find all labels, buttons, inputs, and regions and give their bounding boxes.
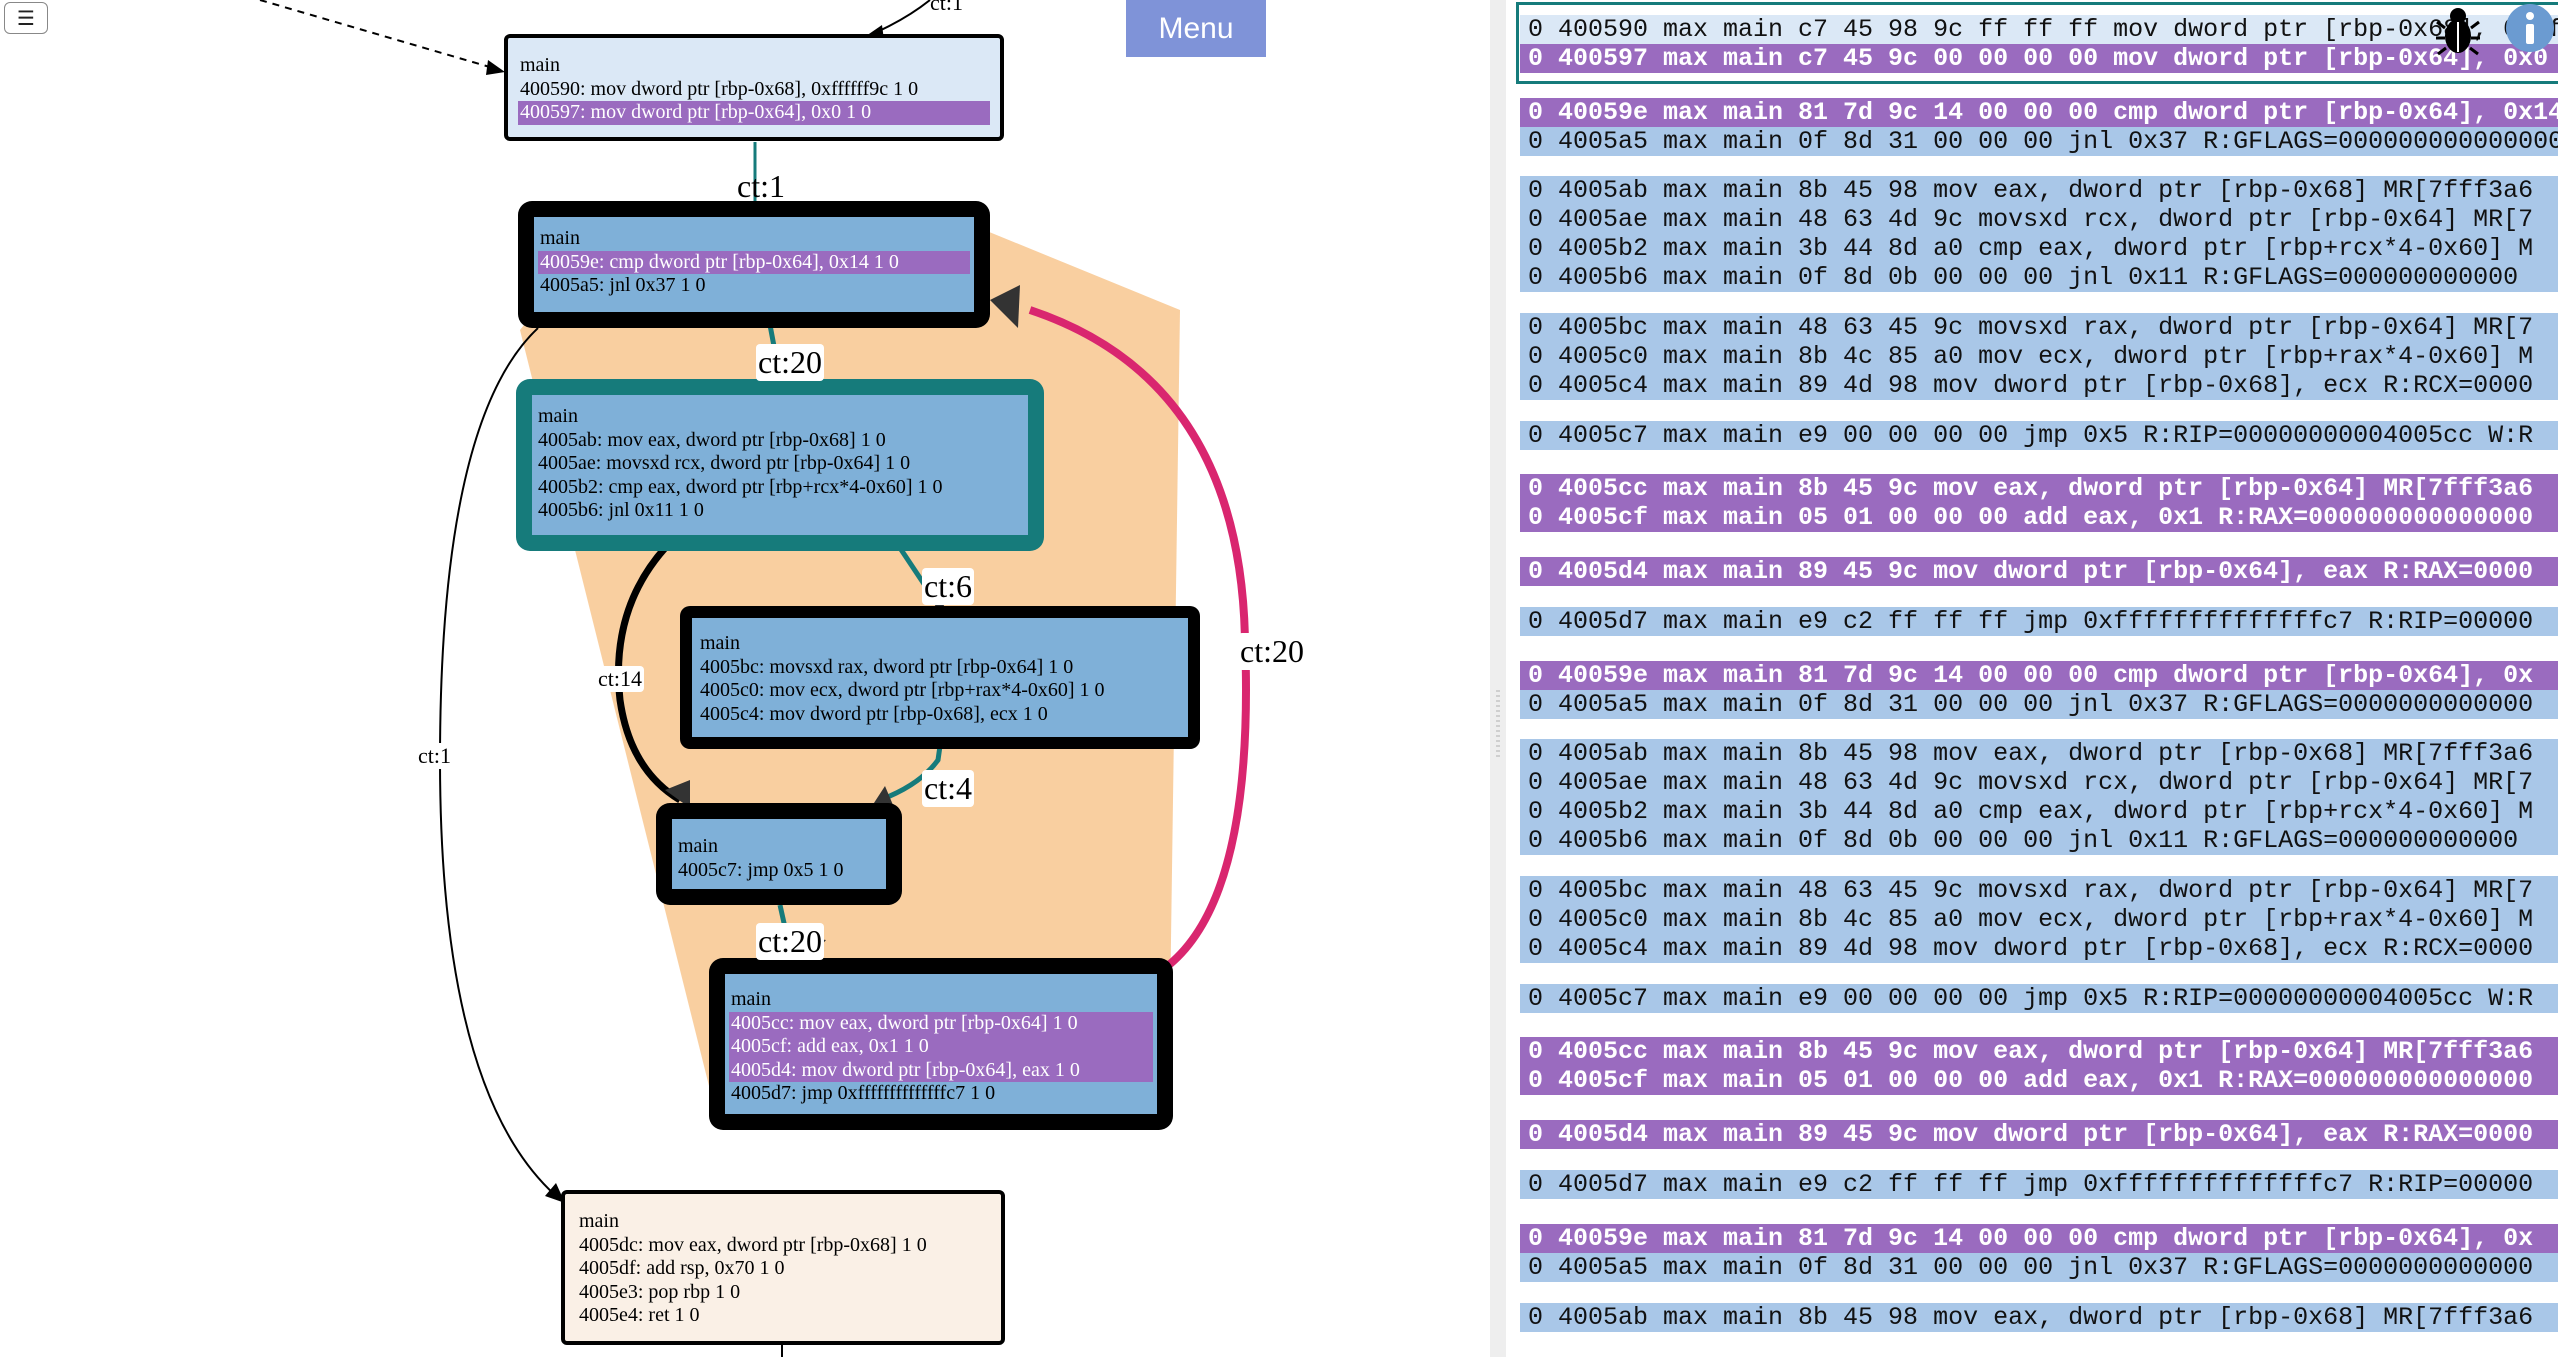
edge-arrowhead xyxy=(872,786,893,806)
cfg-node-entry[interactable]: main 400590: mov dword ptr [rbp-0x68], 0… xyxy=(504,34,1004,141)
pane-splitter[interactable] xyxy=(1490,0,1506,1357)
trace-row-highlighted[interactable]: 0 40059e max main 81 7d 9c 14 00 00 00 c… xyxy=(1520,1224,2558,1253)
node-title: main xyxy=(520,54,560,76)
edge-label: ct:6 xyxy=(922,568,974,605)
trace-row[interactable]: 0 4005c0 max main 8b 4c 85 a0 mov ecx, d… xyxy=(1520,905,2558,934)
edge-label: ct:1 xyxy=(737,168,785,204)
node-title: main xyxy=(678,835,718,857)
edge-entry-dashed xyxy=(259,0,501,71)
instruction-line[interactable]: 4005b2: cmp eax, dword ptr [rbp+rcx*4-0x… xyxy=(538,475,943,498)
instruction-line-highlighted[interactable]: 4005cf: add eax, 0x1 1 0 xyxy=(729,1035,1153,1059)
instruction-line[interactable]: 4005d7: jmp 0xffffffffffffffc7 1 0 xyxy=(731,1082,996,1104)
trace-row-highlighted[interactable]: 0 4005d4 max main 89 45 9c mov dword ptr… xyxy=(1520,1120,2558,1149)
cfg-node-update-max[interactable]: main 4005bc: movsxd rax, dword ptr [rbp-… xyxy=(680,606,1200,749)
trace-row-highlighted[interactable]: 0 4005cc max main 8b 45 9c mov eax, dwor… xyxy=(1520,474,2558,503)
trace-row-highlighted[interactable]: 0 40059e max main 81 7d 9c 14 00 00 00 c… xyxy=(1520,98,2558,127)
trace-row-highlighted[interactable]: 0 4005cf max main 05 01 00 00 00 add eax… xyxy=(1520,1066,2558,1095)
instruction-line[interactable]: 4005a5: jnl 0x37 1 0 xyxy=(540,274,706,296)
trace-row[interactable]: 0 4005ab max main 8b 45 98 mov eax, dwor… xyxy=(1520,176,2558,205)
node-title: main xyxy=(540,227,580,249)
trace-row[interactable]: 0 4005a5 max main 0f 8d 31 00 00 00 jnl … xyxy=(1520,1253,2558,1282)
trace-row[interactable]: 0 4005a5 max main 0f 8d 31 00 00 00 jnl … xyxy=(1520,690,2558,719)
instruction-line[interactable]: 4005bc: movsxd rax, dword ptr [rbp-0x64]… xyxy=(700,655,1074,678)
instruction-line-highlighted[interactable]: 400597: mov dword ptr [rbp-0x64], 0x0 1 … xyxy=(518,101,990,125)
trace-row[interactable]: 0 4005ae max main 48 63 4d 9c movsxd rcx… xyxy=(1520,205,2558,234)
cfg-node-loop-header[interactable]: main 40059e: cmp dword ptr [rbp-0x64], 0… xyxy=(518,201,990,328)
trace-row[interactable]: 0 4005c0 max main 8b 4c 85 a0 mov ecx, d… xyxy=(1520,342,2558,371)
trace-row[interactable]: 0 4005bc max main 48 63 45 9c movsxd rax… xyxy=(1520,313,2558,342)
trace-row[interactable]: 0 4005c4 max main 89 4d 98 mov dword ptr… xyxy=(1520,371,2558,400)
trace-row[interactable]: 0 4005d7 max main e9 c2 ff ff ff jmp 0xf… xyxy=(1520,607,2558,636)
trace-row[interactable]: 0 4005ab max main 8b 45 98 mov eax, dwor… xyxy=(1520,739,2558,768)
trace-row-highlighted[interactable]: 0 4005d4 max main 89 45 9c mov dword ptr… xyxy=(1520,557,2558,586)
instruction-line[interactable]: 4005e4: ret 1 0 xyxy=(579,1304,700,1326)
edge-arrowhead xyxy=(990,285,1020,328)
node-title: main xyxy=(731,988,771,1010)
trace-row-highlighted[interactable]: 0 40059e max main 81 7d 9c 14 00 00 00 c… xyxy=(1520,661,2558,690)
cfg-node-jump[interactable]: main 4005c7: jmp 0x5 1 0 xyxy=(656,803,902,905)
trace-row[interactable]: 0 4005c4 max main 89 4d 98 mov dword ptr… xyxy=(1520,934,2558,963)
trace-row[interactable]: 0 4005b6 max main 0f 8d 0b 00 00 00 jnl … xyxy=(1520,263,2558,292)
cfg-node-compare[interactable]: main 4005ab: mov eax, dword ptr [rbp-0x6… xyxy=(516,379,1044,551)
trace-row-highlighted[interactable]: 0 4005cf max main 05 01 00 00 00 add eax… xyxy=(1520,503,2558,532)
trace-row[interactable]: 0 4005b6 max main 0f 8d 0b 00 00 00 jnl … xyxy=(1520,826,2558,855)
edge-label: ct:1 xyxy=(930,0,963,15)
instruction-line[interactable]: 4005c7: jmp 0x5 1 0 xyxy=(678,858,844,881)
edge-label: ct:1 xyxy=(416,743,453,769)
node-title: main xyxy=(700,632,740,654)
cfg-graph-pane[interactable]: ☰ Menu main 400590: mov dword ptr [rbp-0… xyxy=(0,0,1490,1357)
trace-row[interactable]: 0 4005b2 max main 3b 44 8d a0 cmp eax, d… xyxy=(1520,797,2558,826)
menu-button[interactable]: Menu xyxy=(1126,0,1266,57)
trace-row[interactable]: 0 4005d7 max main e9 c2 ff ff ff jmp 0xf… xyxy=(1520,1170,2558,1199)
trace-row[interactable]: 0 4005a5 max main 0f 8d 31 00 00 00 jnl … xyxy=(1520,127,2558,156)
hamburger-menu-button[interactable]: ☰ xyxy=(4,2,48,34)
instruction-line-highlighted[interactable]: 4005cc: mov eax, dword ptr [rbp-0x64] 1 … xyxy=(729,1011,1153,1035)
edge-label: ct:4 xyxy=(922,770,974,807)
instruction-line[interactable]: 4005ae: movsxd rcx, dword ptr [rbp-0x64]… xyxy=(538,452,911,474)
edge-label: ct:20 xyxy=(756,923,824,960)
trace-row[interactable]: 0 4005ab max main 8b 45 98 mov eax, dwor… xyxy=(1520,1303,2558,1332)
node-title: main xyxy=(579,1210,619,1232)
trace-row[interactable]: 0 4005bc max main 48 63 45 9c movsxd rax… xyxy=(1520,876,2558,905)
instruction-line[interactable]: 400590: mov dword ptr [rbp-0x68], 0xffff… xyxy=(520,77,919,100)
node-title: main xyxy=(538,405,578,427)
instruction-line[interactable]: 4005b6: jnl 0x11 1 0 xyxy=(538,499,704,521)
edge-arrowhead xyxy=(545,1183,565,1203)
instruction-line-highlighted[interactable]: 40059e: cmp dword ptr [rbp-0x64], 0x14 1… xyxy=(538,250,970,274)
edge-n2-n4 xyxy=(614,545,682,804)
trace-row[interactable]: 0 4005c7 max main e9 00 00 00 00 jmp 0x5… xyxy=(1520,984,2558,1013)
trace-row[interactable]: 0 4005b2 max main 3b 44 8d a0 cmp eax, d… xyxy=(1520,234,2558,263)
edge-label: ct:20 xyxy=(756,344,824,381)
trace-row[interactable]: 0 4005c7 max main e9 00 00 00 00 jmp 0x5… xyxy=(1520,421,2558,450)
cfg-node-increment[interactable]: main 4005cc: mov eax, dword ptr [rbp-0x6… xyxy=(709,958,1173,1130)
instruction-line-highlighted[interactable]: 4005d4: mov dword ptr [rbp-0x64], eax 1 … xyxy=(729,1058,1153,1082)
instruction-line[interactable]: 4005dc: mov eax, dword ptr [rbp-0x68] 1 … xyxy=(579,1233,927,1256)
instruction-line[interactable]: 4005c4: mov dword ptr [rbp-0x68], ecx 1 … xyxy=(700,702,1048,725)
splitter-grip[interactable] xyxy=(1496,690,1500,760)
info-icon[interactable] xyxy=(2504,2,2556,54)
cfg-node-exit[interactable]: main 4005dc: mov eax, dword ptr [rbp-0x6… xyxy=(561,1190,1005,1345)
edge-label: ct:14 xyxy=(596,666,644,692)
trace-row[interactable]: 0 4005ae max main 48 63 4d 9c movsxd rcx… xyxy=(1520,768,2558,797)
instruction-line[interactable]: 4005df: add rsp, 0x70 1 0 xyxy=(579,1257,785,1279)
trace-pane[interactable]: 0 400590 max main c7 45 98 9c ff ff ff m… xyxy=(1506,0,2558,1357)
trace-row-highlighted[interactable]: 0 4005cc max main 8b 45 9c mov eax, dwor… xyxy=(1520,1037,2558,1066)
menu-icon: ☰ xyxy=(17,6,35,30)
edge-label: ct:20 xyxy=(1238,633,1306,670)
edge-arrowhead xyxy=(665,780,690,808)
instruction-line[interactable]: 4005e3: pop rbp 1 0 xyxy=(579,1280,741,1303)
instruction-line[interactable]: 4005ab: mov eax, dword ptr [rbp-0x68] 1 … xyxy=(538,428,886,451)
edge-arrowhead xyxy=(486,60,505,75)
trace-selection-box xyxy=(1516,2,2558,84)
bug-icon[interactable] xyxy=(2436,4,2480,56)
instruction-line[interactable]: 4005c0: mov ecx, dword ptr [rbp+rax*4-0x… xyxy=(700,679,1105,701)
